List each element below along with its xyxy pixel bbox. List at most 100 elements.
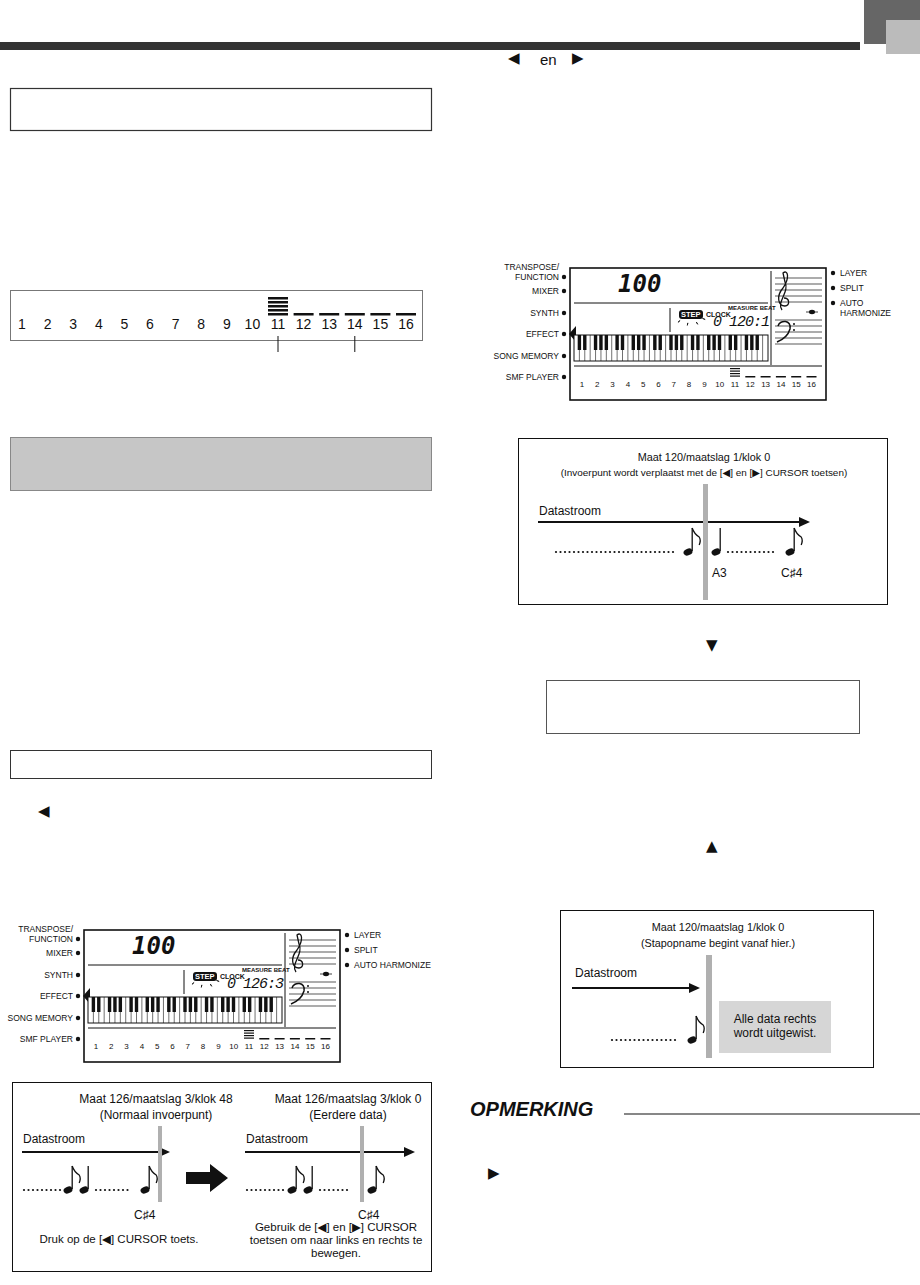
- indicator-dot: [76, 973, 80, 977]
- note-stem: [312, 1166, 313, 1189]
- lcd-separator: [670, 308, 671, 332]
- staff-line: [289, 1006, 336, 1007]
- dotted-line: [555, 551, 557, 553]
- indicator-dot: [831, 301, 835, 305]
- mode-label: EFFECT: [5, 991, 73, 1001]
- note-heading: OPMERKING: [470, 1098, 593, 1121]
- staff-line: [289, 1000, 336, 1001]
- dotted-line: [50, 1189, 52, 1191]
- white-key-edge: [104, 997, 105, 1023]
- black-key: [113, 997, 116, 1012]
- indicator-dot: [562, 332, 566, 336]
- step-indicator: STEP: [679, 310, 703, 319]
- dotted-line: [638, 1039, 640, 1041]
- dotted-line: [629, 1039, 631, 1041]
- staff-note: [323, 972, 329, 976]
- dotted-line: [41, 1189, 43, 1191]
- black-key: [691, 335, 694, 350]
- track-level-bar: [345, 313, 365, 316]
- arrow-head: [799, 517, 810, 527]
- black-key: [232, 997, 235, 1012]
- track-level-bar: [791, 376, 801, 378]
- blink-ray: [702, 318, 705, 319]
- black-key: [243, 997, 246, 1012]
- dotted-line: [672, 551, 674, 553]
- black-key: [264, 997, 267, 1012]
- keyboard-outline: [88, 997, 282, 1023]
- track-number: 5: [635, 380, 651, 390]
- treble-clef: [779, 272, 789, 310]
- track-level-bar: [396, 313, 416, 316]
- dotted-line: [559, 551, 561, 553]
- dotted-line: [591, 551, 593, 553]
- blink-ray: [192, 983, 194, 985]
- black-key: [97, 997, 100, 1012]
- box-text: (Eerdere data): [268, 1109, 428, 1123]
- black-key: [226, 997, 229, 1012]
- staff-line: [775, 278, 822, 279]
- mode-label: SYNTH: [5, 970, 73, 980]
- staff-line: [289, 940, 336, 941]
- dotted-line: [624, 1039, 626, 1041]
- black-key: [135, 997, 138, 1012]
- dotted-line: [656, 1039, 658, 1041]
- box-text: Gebruik de [◀] en [▶] CURSOR toetsen om …: [245, 1221, 427, 1261]
- dotted-line: [618, 551, 620, 553]
- black-key: [729, 335, 732, 350]
- indicator-dot: [562, 311, 566, 315]
- measure-readout: 0 120:1: [713, 314, 769, 332]
- staff-line: [775, 320, 822, 321]
- dotted-line: [126, 1189, 128, 1191]
- cursor-symbol: ▶: [572, 50, 584, 67]
- track-number: 12: [292, 316, 316, 332]
- black-key: [194, 997, 197, 1012]
- dotted-line: [341, 1189, 343, 1191]
- track-number: 5: [149, 1042, 165, 1052]
- note-flag: [696, 1016, 704, 1033]
- box-text: Datastroom: [23, 1133, 85, 1147]
- white-key-edge: [590, 335, 591, 361]
- leader-line: [278, 336, 279, 352]
- dotted-line: [586, 551, 588, 553]
- dotted-line: [250, 1189, 252, 1191]
- insertion-point-bar: [703, 484, 708, 600]
- black-key: [183, 997, 186, 1012]
- note-rule: [624, 1113, 920, 1114]
- indicator-dot: [345, 963, 349, 967]
- track-number: 16: [318, 1042, 334, 1052]
- dotted-line: [323, 1189, 325, 1191]
- dotted-line: [23, 1189, 25, 1191]
- track-number: 15: [368, 316, 392, 332]
- blink-ray: [687, 323, 688, 325]
- note-stem: [149, 1166, 150, 1189]
- black-key: [167, 997, 170, 1012]
- track-number: 4: [134, 1042, 150, 1052]
- black-key: [750, 335, 753, 350]
- data-stream-line: [245, 1151, 407, 1153]
- staff-line: [775, 332, 822, 333]
- track-level-bar: [370, 313, 390, 316]
- white-key-edge: [238, 997, 239, 1023]
- header-bar: [0, 42, 860, 50]
- bass-clef-dot: [793, 329, 795, 331]
- track-number: 1: [88, 1042, 104, 1052]
- track-number: 3: [61, 316, 85, 332]
- black-key: [642, 335, 645, 350]
- tempo-readout: 100: [618, 272, 661, 296]
- black-key: [221, 997, 224, 1012]
- bass-clef: [291, 983, 304, 1004]
- track-level-bar: [259, 1038, 269, 1040]
- note-stem: [720, 528, 721, 551]
- step-indicator: STEP: [193, 972, 217, 981]
- track-level-bar: [745, 376, 755, 378]
- box-text: Maat 126/maatslag 3/klok 0: [268, 1093, 428, 1107]
- mode-label: AUTO HARMONIZE: [840, 298, 916, 318]
- track-level-bar: [319, 313, 339, 316]
- track-number: 11: [727, 380, 743, 390]
- blink-ray: [210, 984, 211, 986]
- black-key: [205, 997, 208, 1012]
- transition-arrow: [186, 1164, 228, 1192]
- dotted-line: [611, 1039, 613, 1041]
- dotted-line: [328, 1189, 330, 1191]
- track-number: 13: [317, 316, 341, 332]
